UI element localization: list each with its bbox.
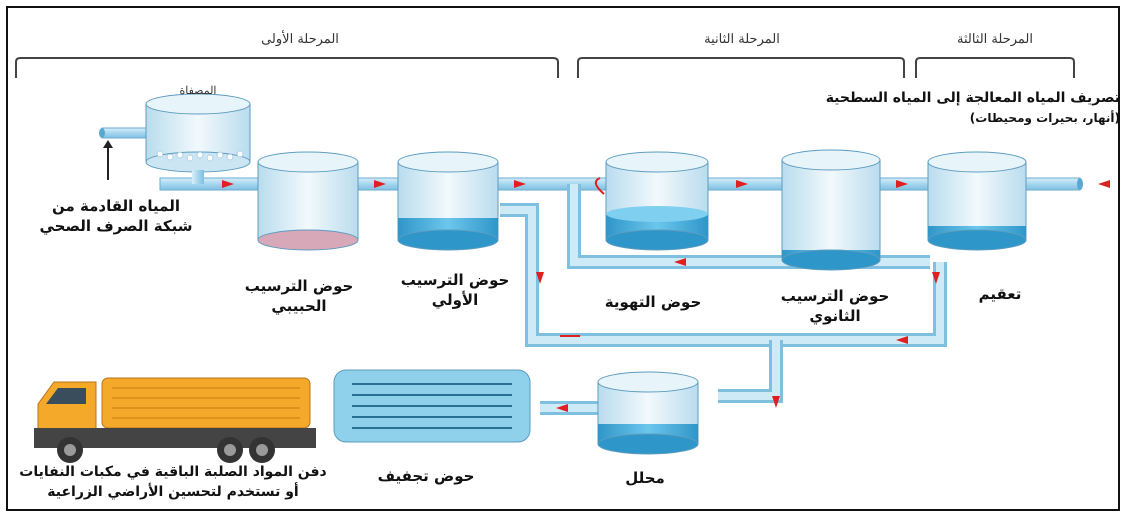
screen-label: المصفاة <box>179 84 217 97</box>
disinfection-tank <box>927 151 1027 251</box>
flow-arrows <box>222 180 1110 412</box>
secondary-tank-label-line2: الثانوي <box>809 307 861 325</box>
incoming-label: المياه القادمة من شبكة الصرف الصحي <box>16 196 216 236</box>
primary-tank-label-line2: الأولي <box>431 291 479 309</box>
primary-tank-label: حوض الترسيب الأولي <box>380 270 530 310</box>
primary-tank <box>397 151 499 251</box>
primary-tank-label-line1: حوض الترسيب <box>400 271 510 289</box>
grit-tank-label: حوض الترسيب الحبيبي <box>224 276 374 316</box>
stage-bracket-second <box>577 57 905 78</box>
drying-bed-label: حوض تجفيف <box>377 467 475 485</box>
secondary-tank-label-line1: حوض الترسيب <box>780 287 890 305</box>
grit-tank <box>257 151 359 251</box>
inlet-arrow <box>103 140 113 180</box>
stage-bracket-first <box>15 57 559 78</box>
stage-third-label: المرحلة الثالثة <box>956 32 1033 47</box>
disposal-label: دفن المواد الصلبة الباقية في مكبات النفا… <box>14 462 332 502</box>
stage-bracket-third <box>915 57 1075 78</box>
discharge-label-line2: (أنهار، بحيرات ومحيطات) <box>969 111 1120 125</box>
incoming-label-line2: شبكة الصرف الصحي <box>39 217 193 235</box>
truck-icon <box>34 377 316 463</box>
secondary-tank-label: حوض الترسيب الثانوي <box>760 286 910 326</box>
stage-first-label: المرحلة الأولى <box>261 32 339 47</box>
secondary-tank <box>781 149 881 271</box>
discharge-label: تصريف المياه المعالجة إلى المياه السطحية… <box>800 88 1120 128</box>
disposal-label-line1: دفن المواد الصلبة الباقية في مكبات النفا… <box>19 464 327 480</box>
digester-label: محلل <box>625 469 665 487</box>
aeration-tank <box>605 151 709 251</box>
incoming-label-line1: المياه القادمة من <box>52 197 180 215</box>
grit-tank-label-line1: حوض الترسيب <box>244 277 354 295</box>
disinfection-label: تعقيم <box>978 285 1022 303</box>
digester-tank <box>597 371 699 455</box>
stage-second-label: المرحلة الثانية <box>704 32 780 47</box>
aeration-tank-label: حوض التهوية <box>604 293 702 311</box>
diagram-frame <box>6 6 1120 511</box>
discharge-label-line1: تصريف المياه المعالجة إلى المياه السطحية <box>825 90 1120 106</box>
grit-tank-label-line2: الحبيبي <box>271 297 327 315</box>
disposal-label-line2: أو تستخدم لتحسين الأراضي الزراعية <box>47 484 299 500</box>
drying-bed <box>333 369 531 443</box>
screen-tank <box>145 93 251 184</box>
